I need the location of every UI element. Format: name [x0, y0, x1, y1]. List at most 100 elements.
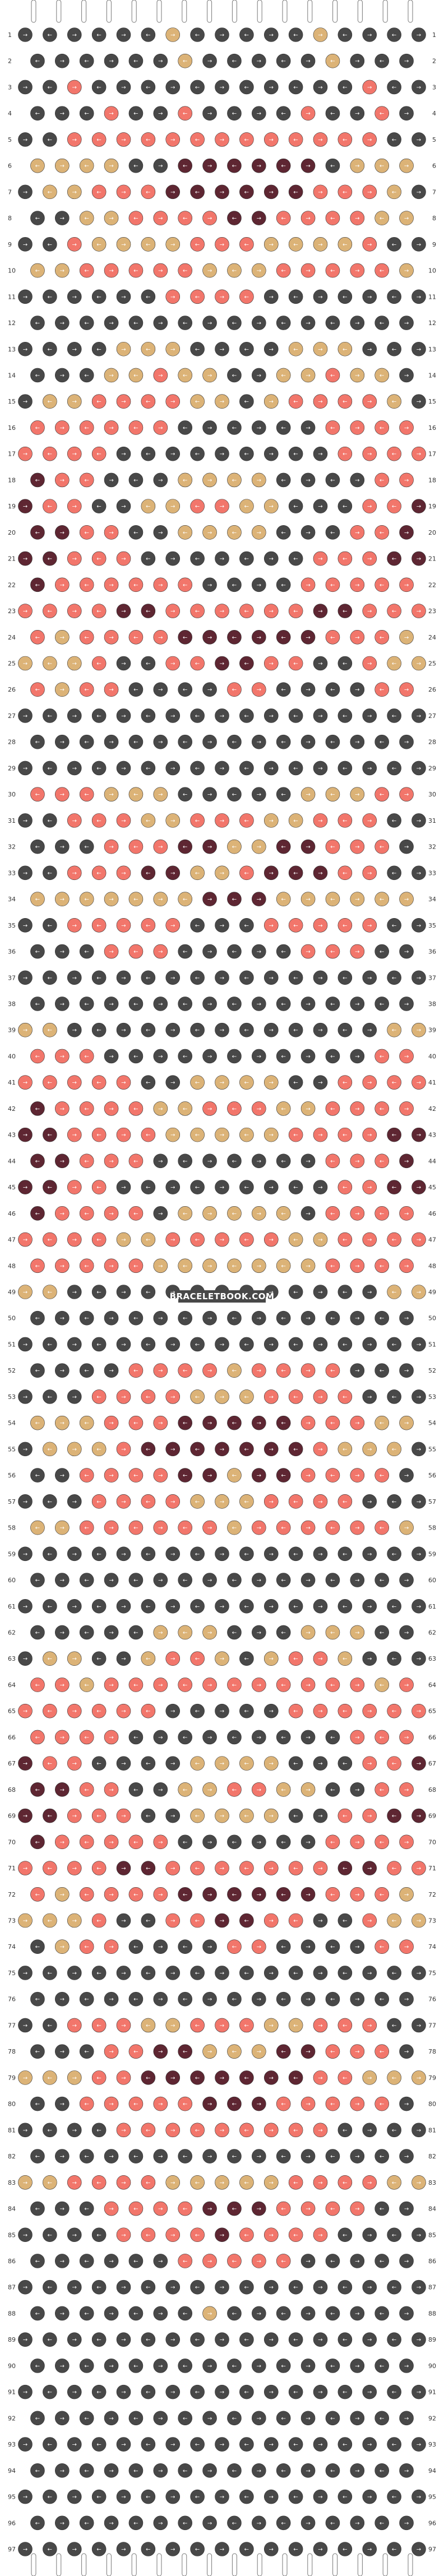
knot: ←: [227, 2359, 242, 2373]
knot: →: [313, 341, 328, 356]
knot: ←: [337, 237, 353, 252]
knot: →: [67, 80, 82, 95]
knot-arrow-icon: ←: [133, 949, 138, 955]
knot: →: [350, 1363, 365, 1378]
knot-arrow-icon: →: [355, 478, 359, 484]
knot-arrow-icon: →: [417, 1551, 421, 1558]
knot: →: [215, 2123, 229, 2138]
knot: →: [55, 316, 70, 330]
knot: ←: [374, 1678, 389, 1692]
knot-arrow-icon: →: [109, 844, 113, 850]
knot: →: [104, 2306, 119, 2321]
knot-arrow-icon: ←: [330, 1578, 335, 1584]
knot-arrow-icon: →: [257, 268, 261, 274]
knot: →: [202, 1310, 217, 1326]
knot: →: [362, 1756, 377, 1771]
knot-arrow-icon: →: [60, 216, 64, 222]
knot-arrow-icon: →: [404, 1106, 409, 1112]
knot: →: [399, 1887, 414, 1902]
knot: →: [116, 394, 131, 409]
knot: ←: [325, 2149, 340, 2163]
knot: →: [362, 1389, 377, 1404]
knot: →: [55, 1991, 70, 2007]
knot-arrow-icon: ←: [380, 2363, 384, 2369]
knot: ←: [30, 2149, 45, 2163]
row-number: 47: [428, 1236, 436, 1244]
knot-arrow-icon: →: [367, 2389, 372, 2396]
knot-arrow-icon: →: [60, 111, 64, 117]
knot: →: [313, 2542, 328, 2556]
knot-arrow-icon: →: [23, 661, 27, 667]
knot: →: [18, 1756, 33, 1771]
knot: ←: [30, 2306, 45, 2321]
knot: ←: [227, 997, 242, 1011]
knot-arrow-icon: ←: [183, 792, 187, 798]
knot-arrow-icon: →: [404, 163, 409, 169]
knot-arrow-icon: →: [109, 2258, 113, 2264]
knot: →: [165, 132, 181, 147]
knot: →: [362, 1913, 377, 1928]
knot: →: [252, 892, 266, 906]
knot-arrow-icon: ←: [343, 1080, 347, 1086]
knot-arrow-icon: →: [306, 582, 310, 589]
knot: →: [67, 2489, 82, 2504]
knot-arrow-icon: →: [207, 792, 212, 798]
knot-arrow-icon: ←: [392, 2023, 396, 2029]
knot: ←: [91, 604, 107, 618]
string-end: [156, 2553, 162, 2576]
knot: →: [165, 2489, 181, 2504]
knot-arrow-icon: →: [417, 504, 421, 510]
knot-arrow-icon: →: [306, 1054, 310, 1060]
knot: ←: [43, 2280, 57, 2295]
knot-arrow-icon: ←: [35, 739, 40, 745]
knot: ←: [276, 682, 291, 697]
knot-arrow-icon: →: [404, 792, 409, 798]
row-number: 77: [428, 2022, 436, 2029]
knot: →: [67, 1546, 82, 1562]
knot-arrow-icon: →: [404, 1001, 409, 1007]
knot-arrow-icon: →: [158, 2521, 163, 2527]
knot: ←: [128, 787, 144, 801]
knot-arrow-icon: →: [23, 1447, 27, 1453]
row-number: 16: [428, 424, 436, 432]
knot-arrow-icon: →: [417, 923, 421, 929]
knot-arrow-icon: ←: [244, 661, 249, 667]
knot-arrow-icon: →: [121, 1447, 126, 1453]
knot-arrow-icon: →: [170, 1604, 175, 1610]
knot-arrow-icon: ←: [244, 2494, 249, 2500]
knot-arrow-icon: ←: [281, 2154, 285, 2160]
knot-arrow-icon: ←: [293, 2494, 298, 2500]
knot-arrow-icon: ←: [343, 189, 347, 196]
knot: →: [399, 682, 414, 697]
knot-arrow-icon: ←: [232, 687, 237, 693]
knot: ←: [79, 629, 94, 645]
knot: →: [165, 1756, 181, 1771]
row-number: 30: [8, 791, 16, 798]
knot-arrow-icon: →: [72, 1708, 77, 1715]
knot-arrow-icon: ←: [330, 1787, 335, 1793]
knot: ←: [43, 394, 57, 409]
knot-arrow-icon: →: [121, 2075, 126, 2081]
knot-arrow-icon: →: [404, 2311, 409, 2317]
knot-arrow-icon: →: [158, 687, 163, 693]
knot: ←: [141, 1180, 156, 1194]
knot: ←: [276, 2306, 291, 2321]
knot: →: [411, 1703, 426, 1718]
knot: →: [153, 839, 168, 854]
knot-arrow-icon: ←: [183, 1106, 187, 1112]
knot: ←: [276, 1258, 291, 1273]
knot: →: [116, 551, 131, 566]
knot: →: [202, 1206, 217, 1221]
knot: ←: [190, 2175, 205, 2190]
knot: ←: [276, 1782, 291, 1797]
knot: →: [399, 1153, 414, 1169]
knot: ←: [337, 1389, 353, 1404]
knot: ←: [178, 1520, 192, 1535]
row-number: 57: [8, 1498, 16, 1505]
knot-arrow-icon: ←: [380, 1996, 384, 2003]
knot-arrow-icon: ←: [392, 609, 396, 615]
knot: ←: [374, 997, 389, 1011]
row-number: 46: [8, 1210, 16, 1217]
knot-arrow-icon: →: [269, 294, 274, 300]
knot-arrow-icon: →: [121, 1132, 126, 1138]
